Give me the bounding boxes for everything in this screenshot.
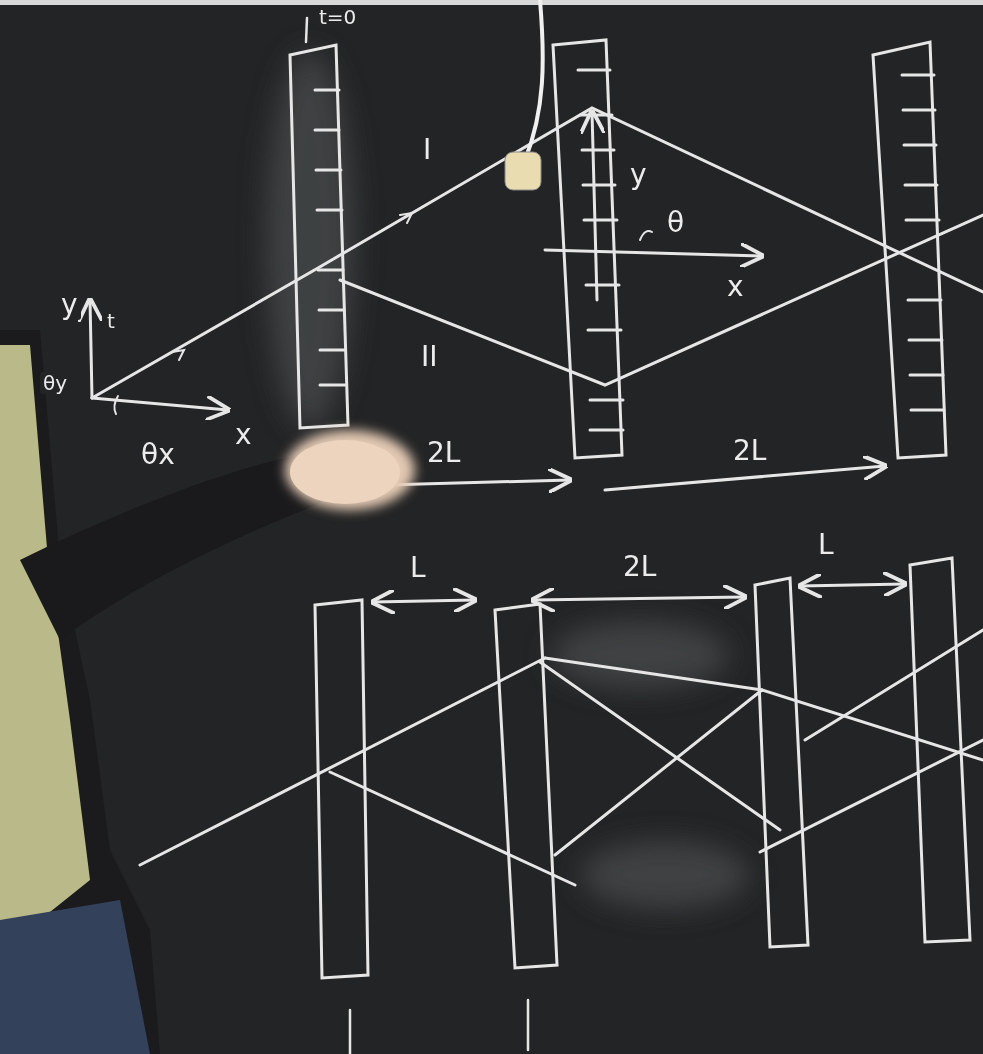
ray-one bbox=[92, 108, 983, 398]
ray bbox=[762, 690, 983, 760]
ladder bbox=[553, 40, 623, 458]
chalk-label: 2L bbox=[424, 438, 463, 468]
chalk-label: L bbox=[407, 553, 429, 583]
ladder bbox=[873, 42, 946, 458]
eraser-smudges bbox=[265, 50, 750, 910]
ray bbox=[760, 740, 983, 852]
board-edge bbox=[0, 0, 983, 5]
ladder bbox=[315, 600, 368, 978]
ray bbox=[545, 658, 762, 690]
chalk-label: x bbox=[232, 420, 255, 450]
dimension-arrow bbox=[605, 466, 885, 490]
ray bbox=[330, 772, 575, 885]
chalk-label: y bbox=[58, 290, 81, 320]
dimension-arrow bbox=[385, 480, 570, 485]
axis bbox=[545, 250, 762, 256]
ray-two bbox=[340, 215, 983, 385]
dimension-arrow bbox=[800, 584, 905, 586]
ladder bbox=[290, 45, 348, 428]
chalk-label: I bbox=[420, 135, 434, 165]
chalk-label: II bbox=[418, 342, 441, 372]
chalk-label: θ bbox=[664, 208, 687, 238]
chalk-label: t=0 bbox=[316, 6, 359, 28]
chalk-label: x bbox=[724, 272, 747, 302]
dimension-arrow bbox=[533, 597, 745, 600]
lecturer bbox=[0, 330, 415, 1054]
chalk-label: θx bbox=[138, 440, 178, 470]
ray bbox=[805, 630, 983, 740]
chalk-label: y bbox=[627, 160, 650, 190]
microphone bbox=[505, 0, 543, 190]
ray bbox=[555, 690, 762, 855]
chalk-label: 2L bbox=[730, 436, 769, 466]
chalk-label: L bbox=[815, 530, 837, 560]
axis bbox=[90, 300, 92, 398]
chalk-label: 2L bbox=[620, 552, 659, 582]
axis bbox=[592, 112, 597, 300]
ray bbox=[140, 658, 545, 865]
ladder bbox=[755, 578, 808, 947]
axis bbox=[92, 398, 228, 410]
chalk-label: θy bbox=[40, 372, 70, 394]
chalk-label: t bbox=[104, 310, 118, 332]
dimension-arrow bbox=[373, 600, 475, 602]
